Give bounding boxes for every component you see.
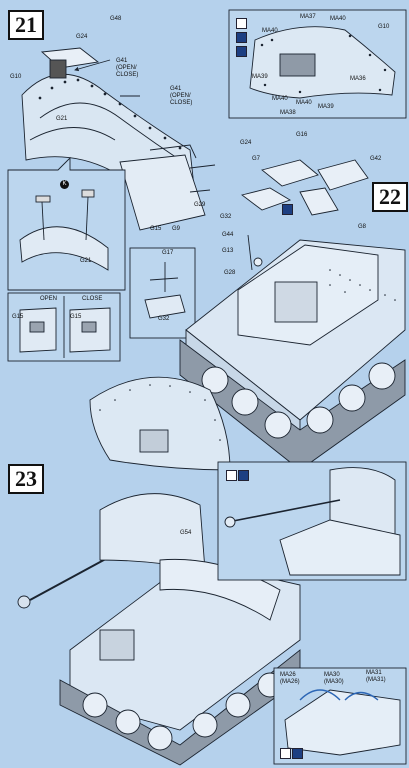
part-label-g9: G9: [172, 226, 181, 232]
inset-label-ma40-d: MA40: [296, 100, 312, 106]
tool-icon: [236, 18, 247, 29]
inset-label-ma36: MA36: [350, 76, 366, 82]
close-label: CLOSE: [82, 296, 103, 302]
part-label-g32-22: G32: [220, 214, 232, 220]
glue-icon: [236, 46, 247, 57]
part-label-g41: G41 (OPEN/ CLOSE): [116, 58, 139, 78]
part-label-ma26: MA26 (MA26): [280, 672, 300, 685]
part-label-g15-close: G15: [70, 314, 82, 320]
part-label-g24: G24: [76, 34, 88, 40]
inset-label-ma40-c: MA40: [272, 96, 288, 102]
part-label-g17: G17: [162, 250, 174, 256]
part-label-ma31: MA31 (MA31): [366, 670, 386, 683]
part-label-g42: G42: [370, 156, 382, 162]
part-label-g28: G28: [224, 270, 236, 276]
part-label-g32: G32: [158, 316, 170, 322]
inset-label-ma40-a: MA40: [330, 16, 346, 22]
part-label-g24-22: G24: [240, 140, 252, 146]
inset-label-ma39-a: MA39: [252, 74, 268, 80]
part-label-g44: G44: [222, 232, 234, 238]
part-label-g48: G48: [110, 16, 122, 22]
open-label: OPEN: [40, 296, 58, 302]
inset-label-ma37: MA37: [300, 14, 316, 20]
tool-icon: [226, 470, 237, 481]
part-label-g7: G7: [252, 156, 261, 162]
part-label-g15: G15: [150, 226, 162, 232]
part-label-g8: G8: [358, 224, 367, 230]
part-label-g16: G16: [296, 132, 308, 138]
inset-label-g10: G10: [378, 24, 390, 30]
part-label-g21-b: G21: [80, 258, 92, 264]
part-label-k: K: [60, 180, 69, 189]
part-label-g10: G10: [10, 74, 22, 80]
part-label-g29: G29: [194, 202, 206, 208]
tool-icon: [280, 748, 291, 759]
inset-label-ma39-b: MA39: [318, 104, 334, 110]
inset-label-ma40-b: MA40: [262, 28, 278, 34]
part-label-g41-b: G41 (OPEN/ CLOSE): [170, 86, 193, 106]
part-label-g13: G13: [222, 248, 234, 254]
glue-icon: [282, 204, 293, 215]
part-label-g54: G54: [180, 530, 192, 536]
step-number-21: 21: [8, 10, 44, 40]
part-label-ma30: MA30 (MA30): [324, 672, 344, 685]
glue-icon: [238, 470, 249, 481]
part-label-g21: G21: [56, 116, 68, 122]
glue-icon: [292, 748, 303, 759]
glue-icon: [236, 32, 247, 43]
inset-label-ma38: MA38: [280, 110, 296, 116]
part-label-g15-open: G15: [12, 314, 24, 320]
step-number-23: 23: [8, 464, 44, 494]
step-number-22: 22: [372, 182, 408, 212]
